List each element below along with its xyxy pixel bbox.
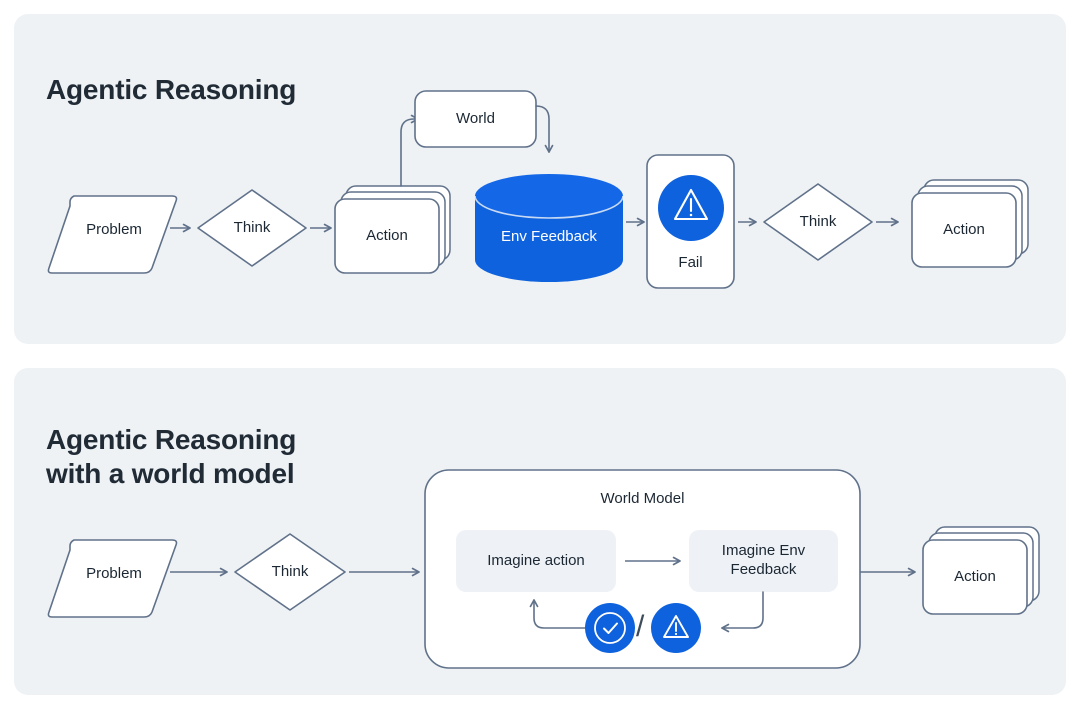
- panel-title-agentic-reasoning-world-model: Agentic Reasoning with a world model: [46, 424, 297, 490]
- arrow-outcome-to-imagine-action: [529, 599, 586, 629]
- warning-triangle-icon: [651, 603, 701, 653]
- node-think-shape: [234, 533, 346, 611]
- node-think1-shape: [197, 189, 307, 267]
- node-action1-card-front: [334, 198, 440, 274]
- check-circle-icon: [585, 603, 635, 653]
- warning-triangle-icon: [658, 175, 724, 241]
- panel-agentic-reasoning: Agentic Reasoning: [14, 14, 1066, 344]
- arrow-action1-to-world: [400, 114, 419, 187]
- node-imagine-env-feedback-shape: [689, 530, 838, 592]
- node-imagine-action-shape: [456, 530, 616, 592]
- node-problem-shape: [47, 539, 178, 618]
- bottom-panel-graphics: [47, 469, 1040, 669]
- node-env-feedback-shape: [474, 174, 624, 282]
- node-action-card-front: [922, 539, 1028, 615]
- node-problem-shape: [47, 195, 178, 274]
- node-label-world-model: World Model: [600, 490, 685, 507]
- node-world-shape: [414, 90, 537, 148]
- node-think2-shape: [763, 183, 873, 261]
- panel-title-agentic-reasoning: Agentic Reasoning: [46, 74, 297, 106]
- outcome-separator: /: [636, 610, 645, 643]
- panel-agentic-reasoning-world-model: Agentic Reasoning with a world model: [14, 368, 1066, 695]
- arrow-world-to-envfeedback: [535, 105, 554, 153]
- node-action2-card-front: [911, 192, 1017, 268]
- top-panel-graphics: [47, 90, 1029, 289]
- arrow-feedback-to-outcome: [721, 591, 764, 633]
